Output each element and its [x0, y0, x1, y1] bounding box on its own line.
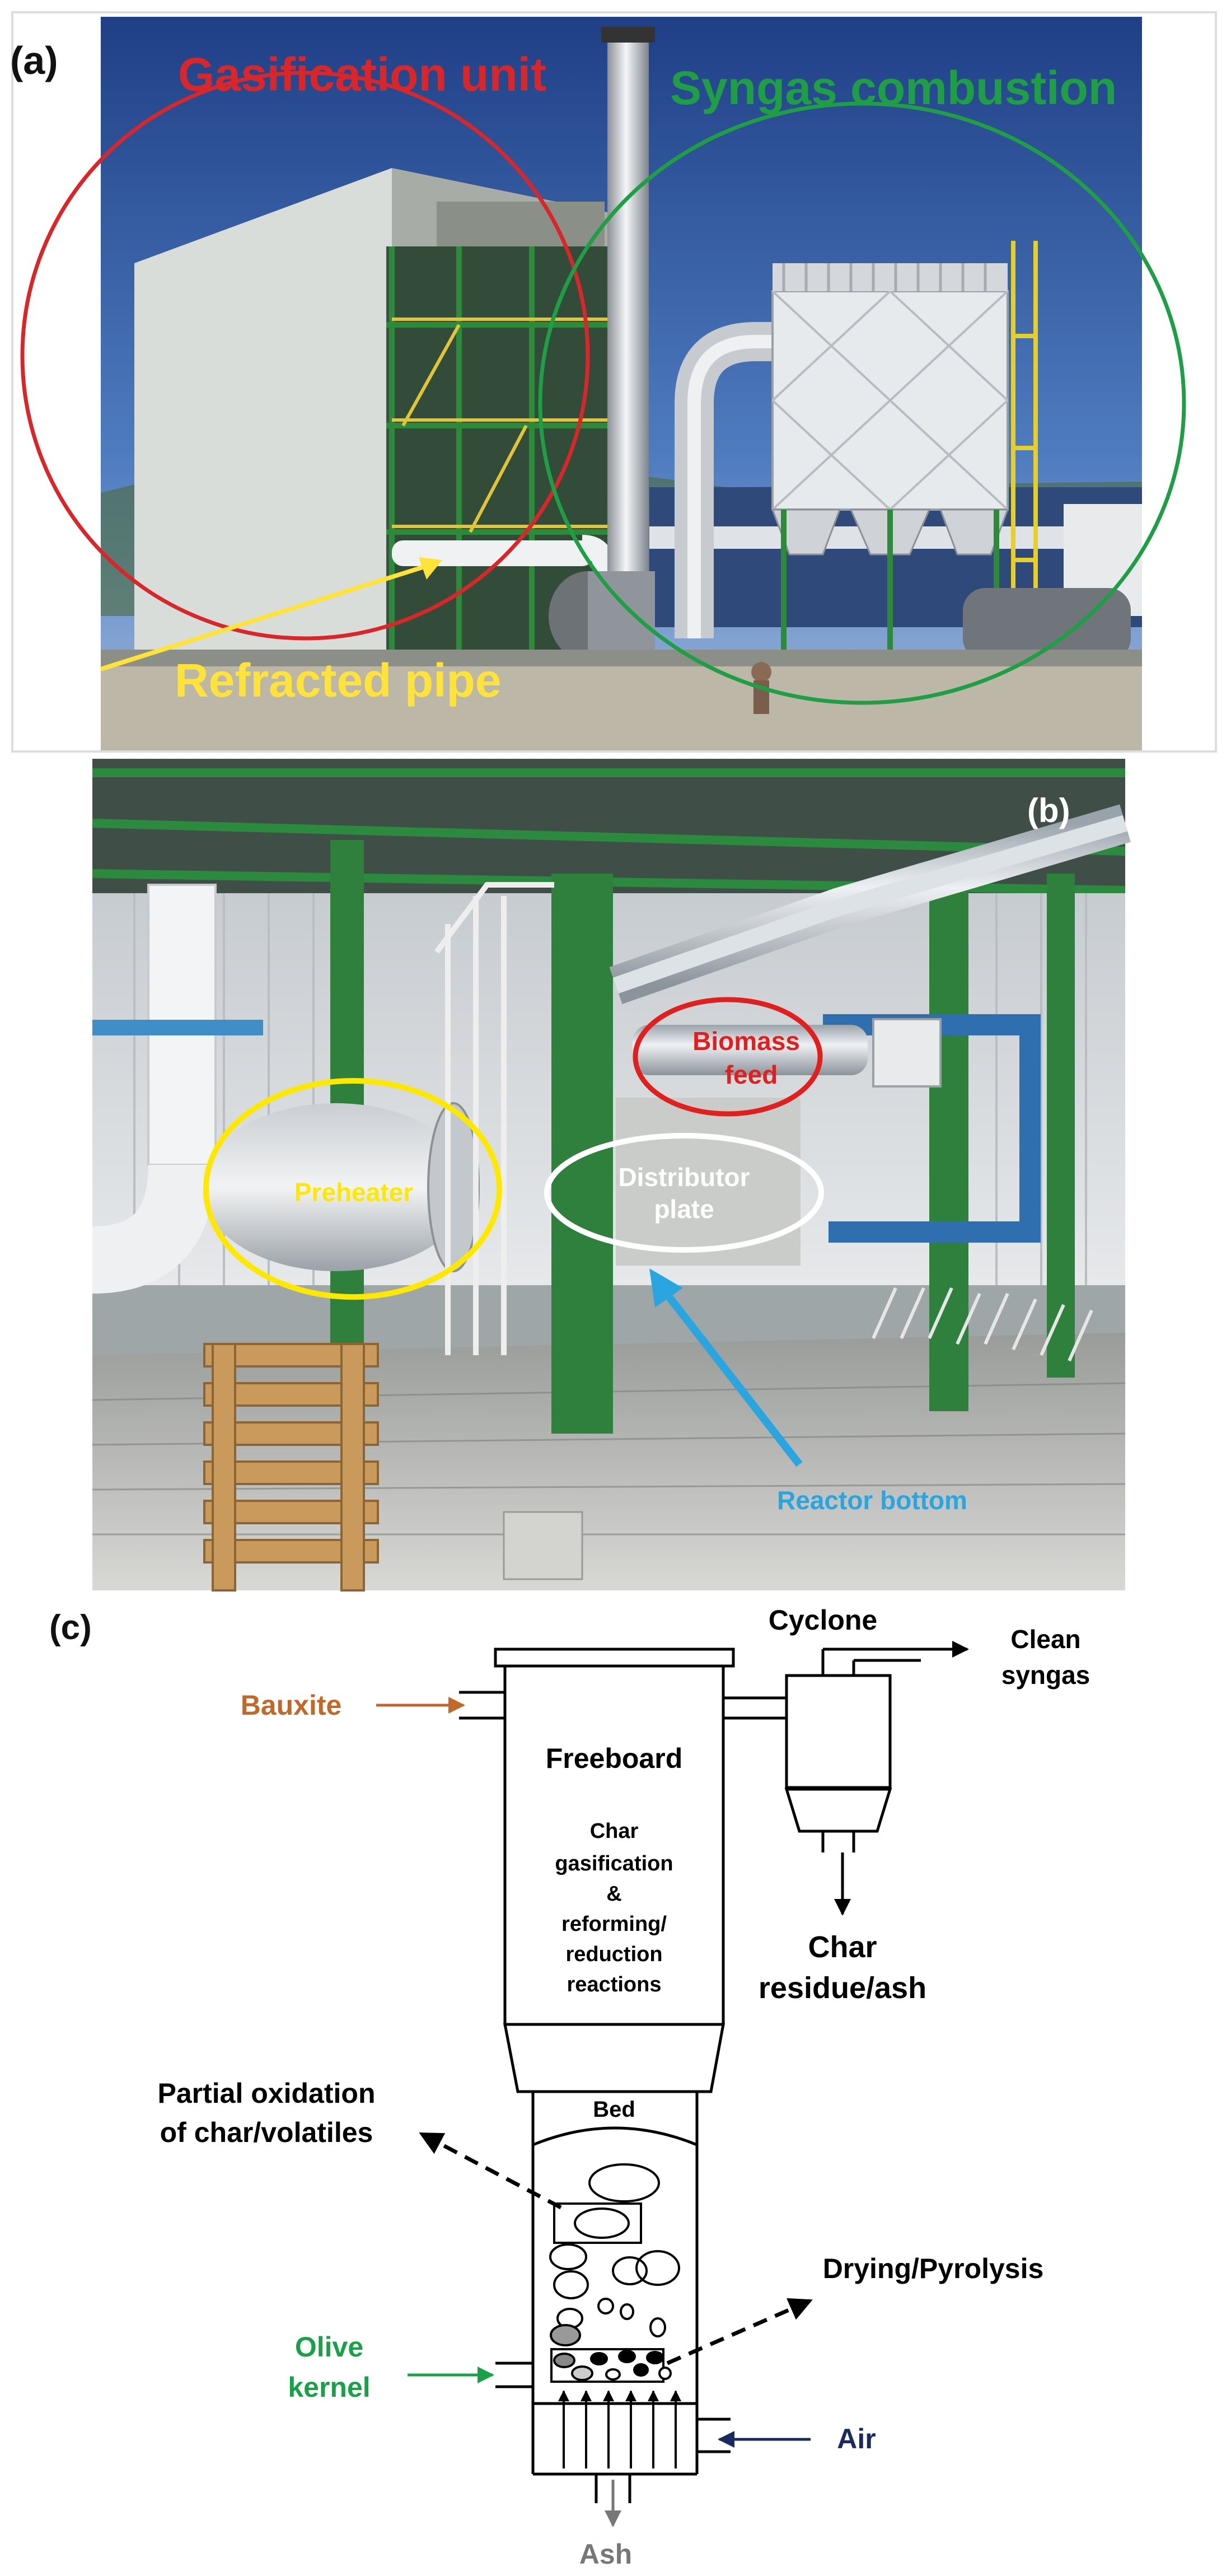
reactor-bottom-label: Reactor bottom [777, 1486, 967, 1515]
bed-label: Bed [593, 2097, 635, 2122]
air-distribution-arrows [558, 2390, 681, 2468]
freeboard-text-2: gasification [555, 1852, 673, 1875]
panel-a: (a) Gasification unit Syngas combustion … [10, 11, 1217, 753]
bauxite-label: Bauxite [241, 1690, 342, 1721]
syngas-combustion-label: Syngas combustion [670, 62, 1117, 114]
partial-oxidation-label-1: Partial oxidation [158, 2078, 376, 2109]
biomass-feed-ellipse [633, 997, 823, 1117]
freeboard-text-4: reforming/ [561, 1912, 667, 1936]
panel-c-label: (c) [49, 1608, 92, 1647]
panel-a-photo [101, 17, 1142, 750]
preheater-ellipse [203, 1078, 502, 1300]
syngas-combustion-circle [538, 101, 1186, 705]
olive-kernel-label-2: kernel [288, 2372, 370, 2403]
preheater-tank [202, 1103, 470, 1271]
panel-a-label: (a) [10, 39, 58, 82]
char-residue-label-2: residue/ash [759, 1971, 926, 2005]
bed-bubbles [549, 2163, 680, 2383]
cyclone-label: Cyclone [769, 1604, 878, 1636]
freeboard-text-3: & [606, 1882, 621, 1906]
drying-pyrolysis-label: Drying/Pyrolysis [823, 2253, 1044, 2284]
panel-b-photo [91, 759, 1131, 1592]
distributor-plate-ellipse [544, 1133, 824, 1253]
filter-house [771, 241, 1038, 683]
panel-b-label: (b) [1027, 792, 1070, 829]
drying-pyrolysis-arrow [666, 2298, 813, 2365]
panel-b: (b) Biomass feed Preheater Distributor p… [91, 759, 1131, 1592]
panel-c: (c) [49, 1604, 1090, 2570]
freeboard-label: Freeboard [546, 1743, 683, 1774]
clean-syngas-label-2: syngas [1001, 1660, 1090, 1690]
biomass-label-line2: feed [725, 1060, 778, 1089]
freeboard-text-5: reduction [565, 1943, 662, 1966]
olive-kernel-label-1: Olive [295, 2331, 363, 2363]
air-label: Air [837, 2423, 876, 2454]
distributor-label-line1: Distributor [618, 1163, 750, 1192]
wooden-pallet [203, 1343, 379, 1592]
ash-label: Ash [579, 2538, 632, 2570]
refracted-pipe-arrow [100, 561, 438, 671]
cyclone [784, 1648, 921, 1852]
gasification-unit-circle [20, 71, 590, 641]
char-residue-label-1: Char [808, 1930, 877, 1964]
freeboard-text-6: reactions [567, 1973, 662, 1996]
bed-vessel [495, 2090, 731, 2503]
preheater-label: Preheater [294, 1178, 413, 1207]
reactor-bottom-arrow [654, 1280, 803, 1467]
partial-oxidation-label-2: of char/volatiles [160, 2117, 373, 2148]
refracted-pipe-label: Refracted pipe [175, 654, 502, 707]
biomass-label-line1: Biomass [692, 1026, 800, 1056]
clean-syngas-label-1: Clean [1010, 1625, 1080, 1654]
refracted-pipe [392, 540, 593, 566]
reactor-bottom-arrowhead [649, 1268, 683, 1308]
distributor-label-line2: plate [654, 1194, 714, 1224]
freeboard-text-1: Char [590, 1819, 639, 1843]
partial-oxidation-arrow [419, 2131, 562, 2210]
refracted-pipe-arrowhead [419, 557, 442, 580]
gasification-unit-label: Gasification unit [178, 48, 546, 101]
